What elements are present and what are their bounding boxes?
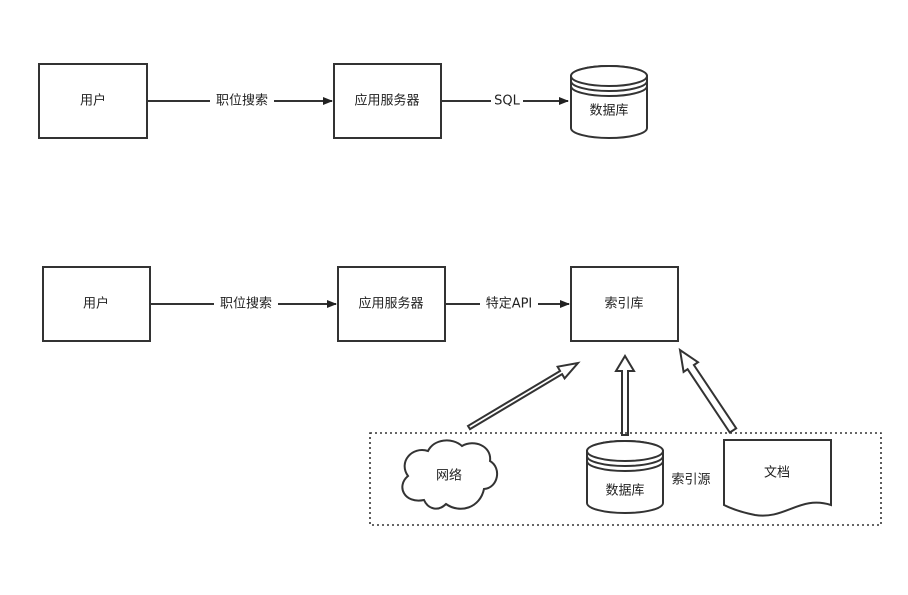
top-edge-search: 职位搜索 xyxy=(148,92,333,110)
bottom-user-label: 用户 xyxy=(83,296,109,312)
top-app-server-node[interactable]: 应用服务器 xyxy=(333,63,442,139)
arrow-database-to-index xyxy=(614,354,636,436)
source-database-label: 数据库 xyxy=(605,483,644,499)
bottom-user-node[interactable]: 用户 xyxy=(42,266,151,342)
top-database-node[interactable]: 数据库 xyxy=(570,65,648,139)
top-edge-sql: SQL xyxy=(442,92,569,110)
top-edge-search-label: 职位搜索 xyxy=(216,94,268,109)
arrow-document-to-index xyxy=(678,347,738,434)
bottom-edge-api: 特定API xyxy=(446,295,570,313)
document-node[interactable]: 文档 xyxy=(723,439,832,517)
top-user-label: 用户 xyxy=(80,93,106,109)
bottom-app-server-node[interactable]: 应用服务器 xyxy=(337,266,446,342)
top-diagram: 用户 职位搜索 应用服务器 SQL 数据库 xyxy=(38,63,648,139)
bottom-edge-search: 职位搜索 xyxy=(151,295,337,313)
top-app-server-label: 应用服务器 xyxy=(354,93,419,109)
bottom-edge-search-label: 职位搜索 xyxy=(220,297,272,312)
index-store-node[interactable]: 索引库 xyxy=(570,266,679,342)
index-store-label: 索引库 xyxy=(604,296,643,312)
document-label: 文档 xyxy=(764,466,790,481)
top-database-label: 数据库 xyxy=(589,103,628,119)
network-label: 网络 xyxy=(436,468,462,484)
bottom-edge-api-label: 特定API xyxy=(486,297,533,312)
arrow-network-to-index xyxy=(466,361,581,431)
bottom-app-server-label: 应用服务器 xyxy=(358,296,423,312)
top-user-node[interactable]: 用户 xyxy=(38,63,148,139)
bottom-diagram: 用户 职位搜索 应用服务器 特定API 索引库 xyxy=(42,266,882,526)
source-database-node[interactable]: 数据库 xyxy=(586,440,664,514)
network-cloud-node[interactable]: 网络 xyxy=(401,439,499,510)
index-sources-label: 索引源 xyxy=(671,473,710,488)
index-sources-group xyxy=(369,432,882,526)
top-edge-sql-label: SQL xyxy=(494,94,520,109)
